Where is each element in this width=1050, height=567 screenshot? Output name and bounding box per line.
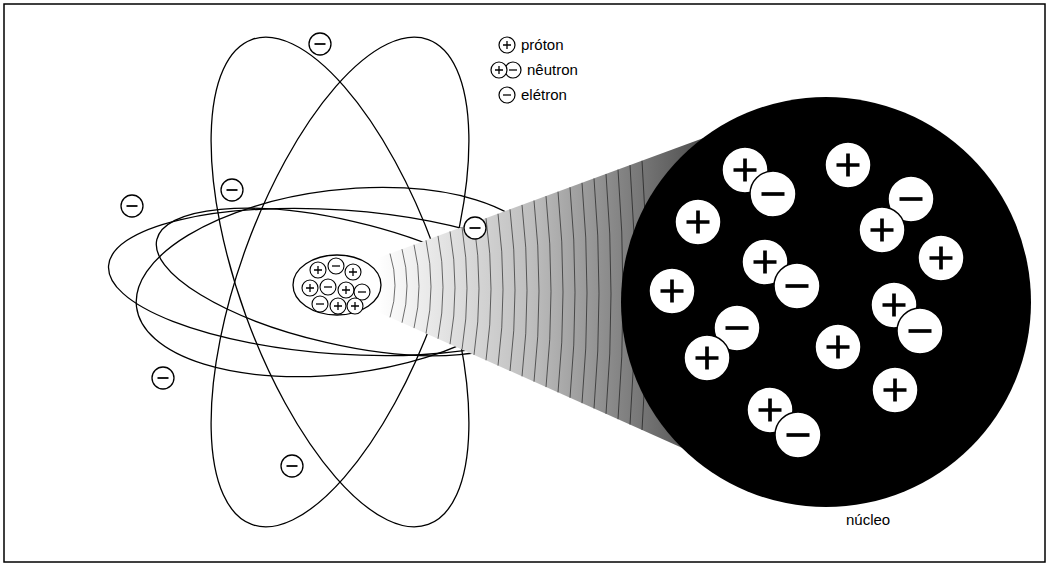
plus-sign — [349, 268, 357, 276]
plus-sign — [342, 286, 350, 294]
legend-symbol — [497, 85, 517, 105]
plus-sign — [759, 399, 782, 422]
nucleus-magnified — [621, 97, 1031, 507]
legend-symbol — [489, 60, 523, 80]
plus-sign — [351, 302, 359, 310]
electron-circle — [775, 412, 821, 458]
proton-circle — [675, 199, 721, 245]
nucleons — [649, 142, 964, 458]
proton-circle — [859, 207, 905, 253]
electrons — [121, 33, 486, 477]
electron-circle — [221, 179, 243, 201]
proton-circle — [310, 262, 326, 278]
minus-sign — [316, 303, 324, 304]
plus-sign — [696, 347, 719, 370]
minus-sign — [786, 284, 809, 288]
electron-circle — [281, 455, 303, 477]
minus-sign — [726, 326, 749, 330]
legend-text: próton — [521, 36, 564, 54]
proton-circle — [338, 282, 354, 298]
minus-sign — [503, 94, 511, 95]
plus-sign — [930, 247, 953, 270]
minus-sign — [787, 433, 810, 437]
plus-sign — [661, 280, 684, 303]
electron-circle — [312, 296, 328, 312]
proton-circle — [491, 62, 507, 78]
minus-sign — [158, 377, 169, 379]
proton-circle — [815, 324, 861, 370]
plus-sign — [495, 66, 503, 74]
plus-sign — [734, 159, 757, 182]
plus-sign — [503, 41, 511, 49]
legend-text: nêutron — [527, 61, 578, 79]
minus-sign — [332, 265, 340, 266]
electron-circle — [750, 171, 796, 217]
legend-item: nêutron — [489, 60, 578, 80]
plus-sign — [827, 336, 850, 359]
minus-sign — [324, 286, 332, 287]
electron-circle — [897, 308, 943, 354]
minus-sign — [127, 205, 138, 207]
plus-sign — [884, 379, 907, 402]
electron-circle — [774, 263, 820, 309]
proton-circle — [330, 298, 346, 314]
electron-circle — [320, 279, 336, 295]
minus-sign — [470, 227, 481, 229]
part-label: núcleo — [846, 511, 890, 529]
legend-text: elétron — [521, 86, 567, 104]
minus-sign — [358, 291, 366, 292]
legend-item: próton — [497, 35, 564, 55]
electron-circle — [464, 217, 486, 239]
electron-circle — [499, 87, 515, 103]
electron-circle — [121, 195, 143, 217]
plus-sign — [837, 154, 860, 177]
minus-sign — [509, 69, 517, 70]
cone-hatching — [390, 161, 647, 430]
plus-sign — [754, 251, 777, 274]
legend-item: elétron — [497, 85, 567, 105]
minus-sign — [227, 189, 238, 191]
frame — [4, 4, 1045, 562]
plus-sign — [871, 219, 894, 242]
electron-circle — [328, 258, 344, 274]
proton-circle — [302, 280, 318, 296]
plus-sign — [883, 294, 906, 317]
proton-circle — [347, 298, 363, 314]
electron-circle — [309, 33, 331, 55]
proton-circle — [825, 142, 871, 188]
plus-sign — [687, 211, 710, 234]
minus-sign — [315, 43, 326, 45]
plus-sign — [314, 266, 322, 274]
minus-sign — [909, 329, 932, 333]
proton-circle — [684, 335, 730, 381]
plus-sign — [334, 302, 342, 310]
nucleus-small — [293, 255, 381, 315]
plus-sign — [306, 284, 314, 292]
proton-circle — [499, 37, 515, 53]
proton-circle — [918, 235, 964, 281]
proton-circle — [345, 264, 361, 280]
minus-sign — [900, 197, 923, 201]
minus-sign — [762, 192, 785, 196]
proton-circle — [649, 268, 695, 314]
minus-sign — [287, 465, 298, 467]
proton-circle — [872, 367, 918, 413]
electron-circle — [152, 367, 174, 389]
legend-symbol — [497, 35, 517, 55]
